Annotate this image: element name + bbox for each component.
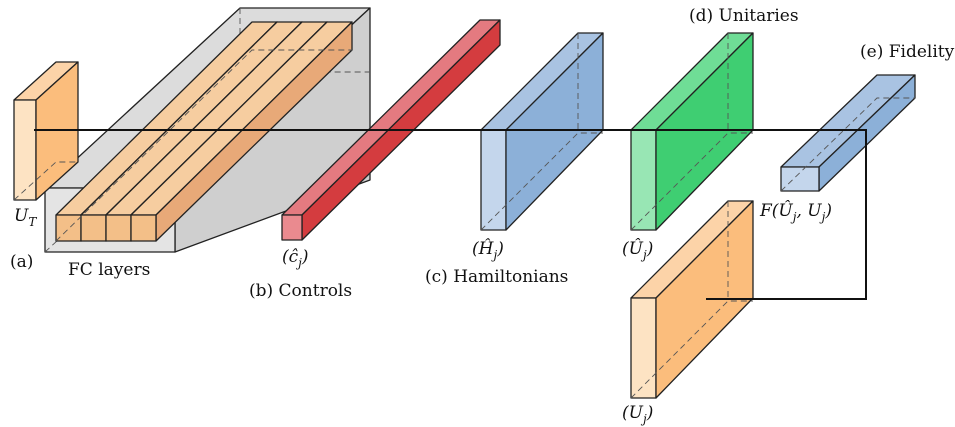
fidelity-hidden-edge bbox=[780, 97, 915, 192]
hamiltonians-symbol-label: (Ĥj) bbox=[472, 238, 504, 262]
controls-front-face bbox=[281, 214, 303, 241]
target-unitaries-symbol-label: (Uj) bbox=[622, 403, 653, 426]
fidelity-expression: F(Ûj, Uj) bbox=[759, 200, 832, 224]
controls-title: (b) Controls bbox=[249, 281, 352, 301]
fidelity-front-face bbox=[780, 166, 820, 192]
target-unitaries-side-face bbox=[630, 297, 657, 399]
hamiltonians-side-face bbox=[480, 129, 507, 231]
unitaries-block bbox=[630, 32, 754, 231]
u-target-label: UT bbox=[14, 206, 37, 229]
hamiltonians-block bbox=[480, 32, 604, 231]
unitaries-side-face bbox=[630, 129, 657, 231]
target-unitaries-hidden-edge bbox=[630, 300, 753, 399]
hamiltonians-title: (c) Hamiltonians bbox=[425, 267, 568, 287]
fc-layers-label: FC layers bbox=[68, 260, 150, 280]
fidelity-title: (e) Fidelity bbox=[860, 42, 955, 62]
ut-side-face bbox=[13, 99, 37, 201]
unitaries-title: (d) Unitaries bbox=[689, 6, 799, 26]
main-signal-wire bbox=[34, 129, 867, 300]
unitaries-hidden-edge bbox=[630, 132, 753, 231]
panel-a-label: (a) bbox=[10, 252, 33, 272]
fc-inner-hidden-edge bbox=[55, 49, 352, 242]
hamiltonians-hidden-edge bbox=[480, 132, 603, 231]
unitaries-symbol-label: (Ûj) bbox=[622, 238, 653, 262]
fc-layer-bar-4 bbox=[130, 21, 353, 242]
fidelity-block bbox=[780, 74, 916, 192]
ut-hidden-edge bbox=[13, 161, 78, 201]
controls-symbol-label: (ĉj) bbox=[282, 247, 309, 270]
